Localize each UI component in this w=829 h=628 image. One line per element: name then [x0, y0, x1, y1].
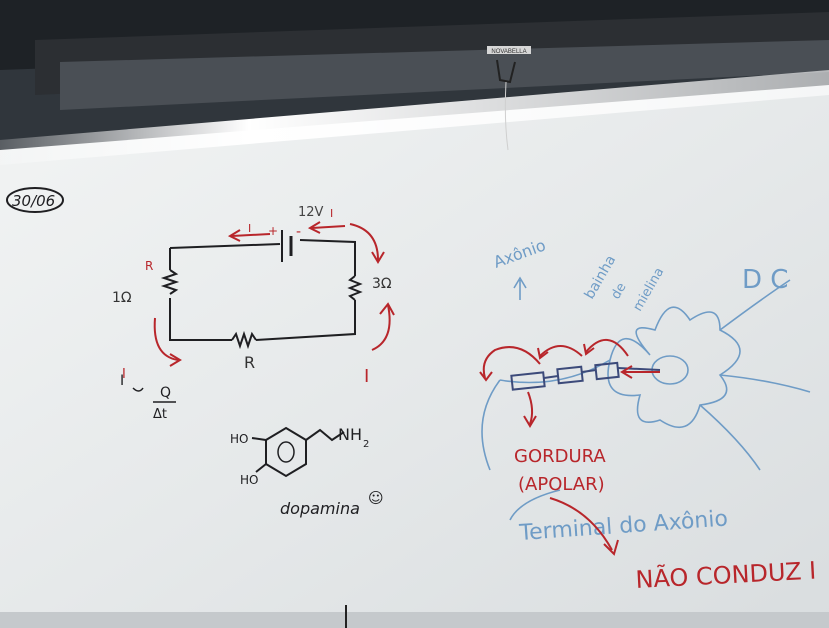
- svg-text:30/06: 30/06: [12, 192, 55, 210]
- current-arrows: [153, 221, 395, 367]
- current-label-top-right: I: [330, 207, 333, 220]
- apolar-label: (APOLAR): [518, 474, 605, 495]
- projector-brand: NOVABELLA: [491, 49, 526, 55]
- resistor-bottom: [231, 330, 257, 350]
- whiteboard: [0, 85, 829, 628]
- projector-brand-plate: [487, 46, 531, 54]
- dopamine-structure: HO HO NH 2: [230, 425, 369, 487]
- circuit-diagram: [160, 230, 363, 350]
- resistor-right-label: 3Ω: [372, 276, 392, 292]
- resistor-right: [347, 275, 363, 301]
- resistor-left: [160, 269, 180, 295]
- current-label-right: I: [364, 366, 369, 387]
- svg-text:2: 2: [363, 439, 369, 450]
- minus-sign: -: [296, 224, 301, 240]
- current-formula: I Q Δt: [120, 373, 176, 422]
- light-strip: [0, 70, 829, 165]
- saltatory-arrows: [479, 339, 660, 556]
- current-label-left: I: [122, 367, 126, 382]
- svg-text:Q: Q: [160, 385, 171, 401]
- plus-sign: +: [268, 224, 278, 238]
- resistor-left-tag: R: [145, 259, 153, 273]
- svg-text:Δt: Δt: [153, 407, 167, 422]
- dc-label: D C: [742, 265, 788, 295]
- svg-text:NH: NH: [338, 425, 362, 444]
- svg-text:HO: HO: [240, 473, 258, 487]
- smiley: ☺: [368, 489, 384, 507]
- dopamine-name: dopamina: [280, 499, 360, 518]
- sheath-label-2: de: [608, 280, 629, 302]
- voltage-label: 12V: [298, 205, 324, 220]
- current-label-top-left: I: [248, 222, 251, 235]
- myelin-segments: [510, 361, 661, 391]
- svg-text:HO: HO: [230, 432, 248, 446]
- svg-text:I: I: [120, 373, 124, 389]
- resistor-left-label: 1Ω: [112, 290, 132, 306]
- resistor-bottom-label: R: [244, 353, 255, 372]
- date-note: 30/06: [6, 187, 64, 213]
- fat-label: GORDURA: [514, 446, 606, 467]
